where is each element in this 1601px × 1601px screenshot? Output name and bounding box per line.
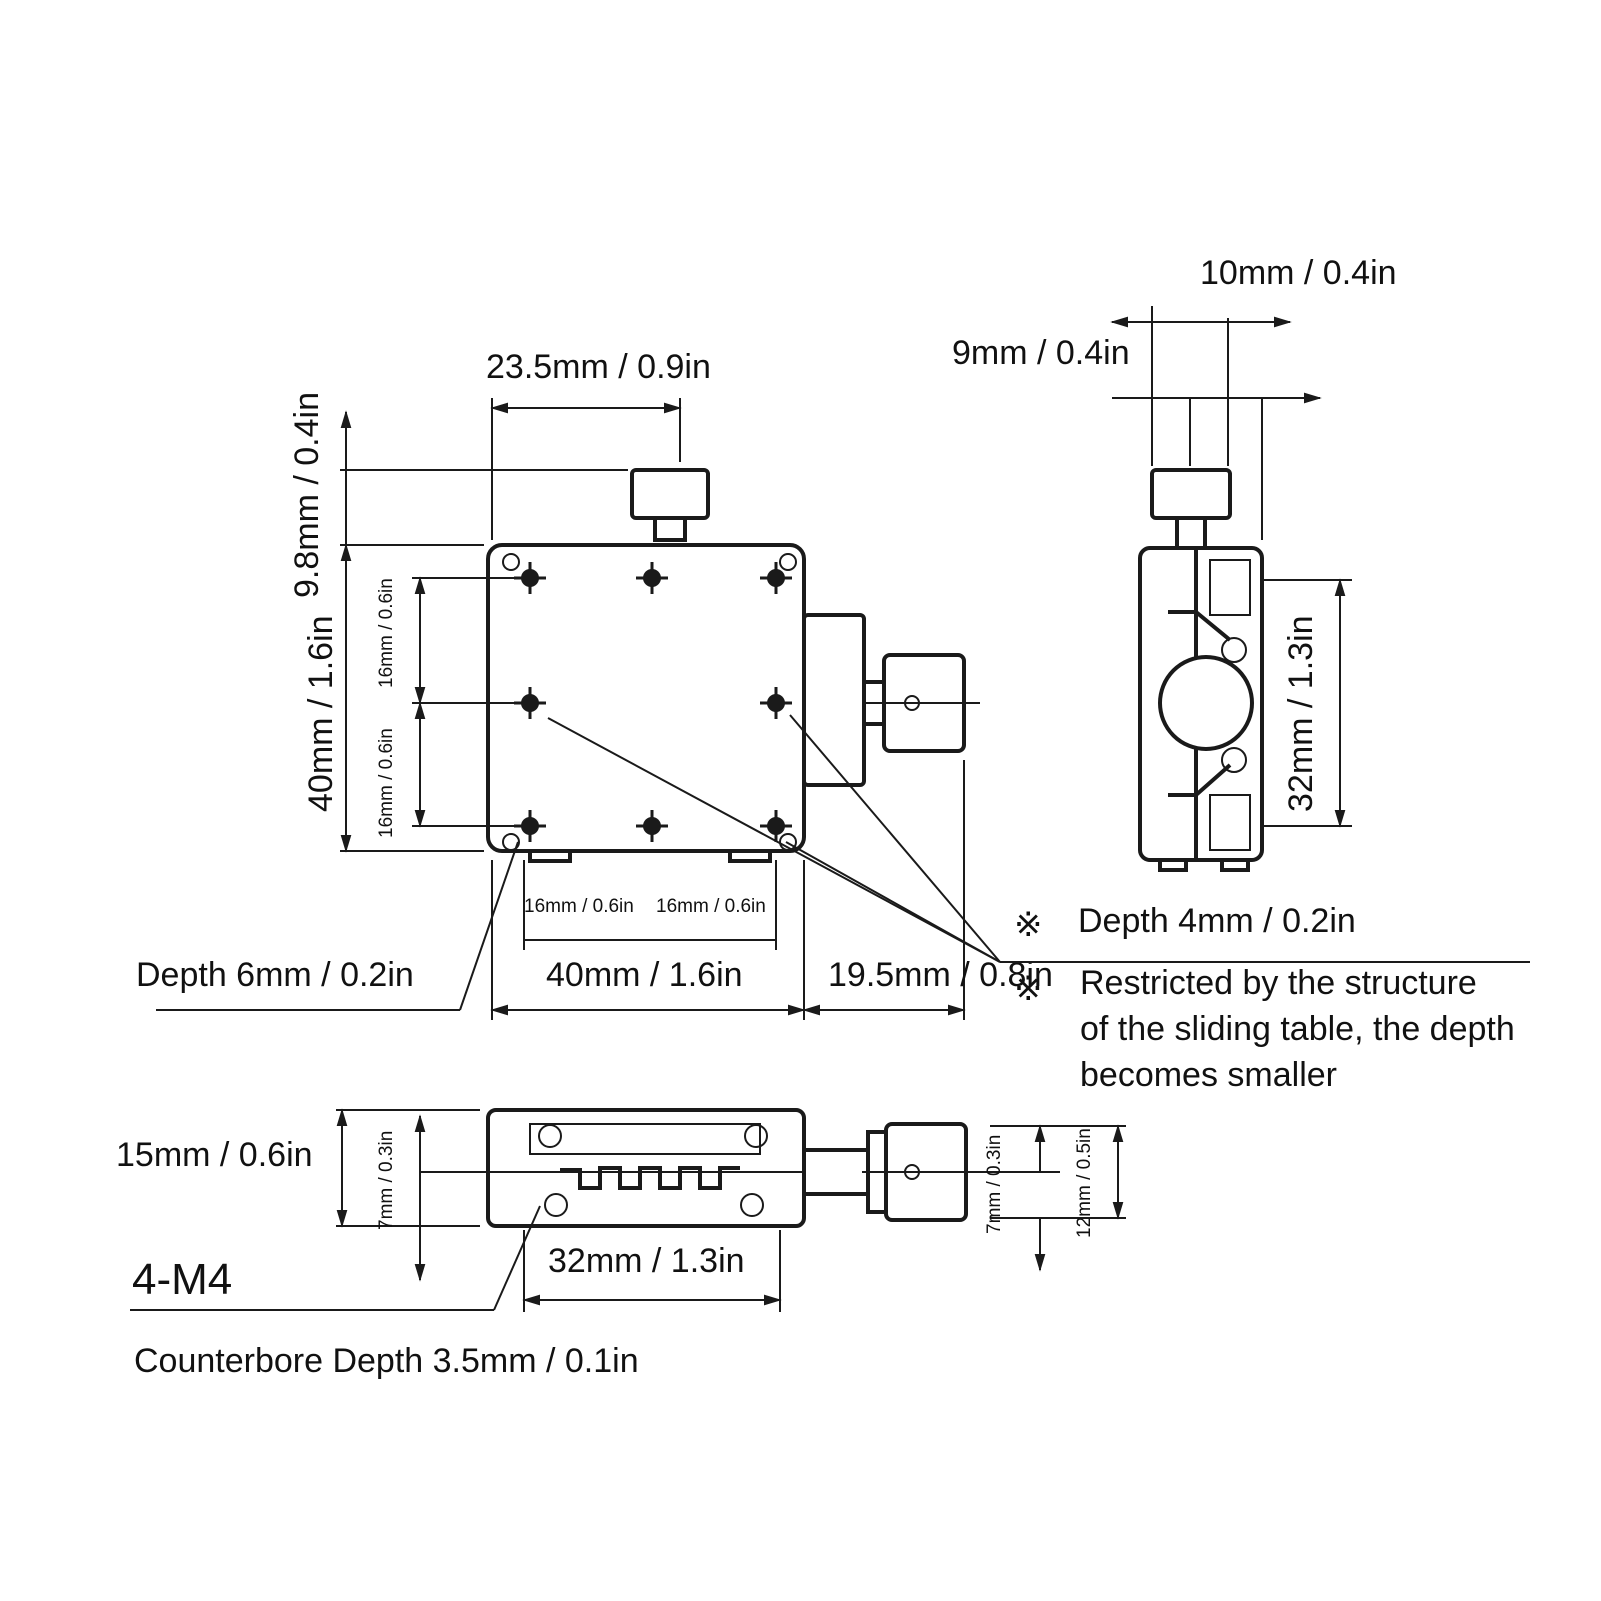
dim-12: 12mm / 0.5in bbox=[1074, 1128, 1095, 1238]
front-view-rack bbox=[560, 1166, 740, 1190]
dim-16-h1: 16mm / 0.6in bbox=[524, 896, 634, 917]
notes: ※ Depth 4mm / 0.2in ※ Restricted by the … bbox=[1014, 902, 1515, 1094]
dim-16-h2: 16mm / 0.6in bbox=[656, 896, 766, 917]
top-view: 23.5mm / 0.9in 9.8mm / 0.4in 40mm / 1.6i… bbox=[136, 348, 1530, 1020]
dim-10: 10mm / 0.4in bbox=[1200, 254, 1397, 292]
side-knob-barrel bbox=[802, 613, 866, 787]
note-depth-4: Depth 4mm / 0.2in bbox=[1078, 902, 1356, 940]
top-knob bbox=[630, 468, 710, 520]
dim-15: 15mm / 0.6in bbox=[116, 1136, 313, 1174]
dim-16-v1: 16mm / 0.6in bbox=[376, 578, 397, 688]
note-counterbore: Counterbore Depth 3.5mm / 0.1in bbox=[134, 1342, 639, 1380]
dim-9-8: 9.8mm / 0.4in bbox=[288, 392, 326, 598]
mark-symbol-2: ※ bbox=[1014, 970, 1043, 1008]
side-view-bearing bbox=[1158, 655, 1254, 751]
label-4-m4: 4-M4 bbox=[132, 1255, 232, 1304]
note-restricted-3: becomes smaller bbox=[1080, 1056, 1337, 1094]
top-knob-shaft bbox=[653, 516, 687, 542]
dim-7-right: 7mm / 0.3in bbox=[984, 1135, 1005, 1234]
dim-32-front: 32mm / 1.3in bbox=[548, 1242, 745, 1280]
note-depth-6: Depth 6mm / 0.2in bbox=[136, 956, 414, 994]
dim-23-5: 23.5mm / 0.9in bbox=[486, 348, 711, 386]
dim-7-left: 7mm / 0.3in bbox=[376, 1131, 397, 1230]
note-restricted-1: Restricted by the structure bbox=[1080, 964, 1477, 1002]
note-restricted-2: of the sliding table, the depth bbox=[1080, 1010, 1515, 1048]
front-view: 15mm / 0.6in 7mm / 0.3in 7mm / 0.3in 12m… bbox=[116, 1108, 1126, 1380]
dim-40-horizontal: 40mm / 1.6in bbox=[546, 956, 743, 994]
dim-16-v2: 16mm / 0.6in bbox=[376, 728, 397, 838]
dim-32-side: 32mm / 1.3in bbox=[1282, 615, 1320, 812]
side-view: 10mm / 0.4in 9mm / 0.4in 32mm / 1.3in bbox=[952, 254, 1397, 872]
dim-40-vertical: 40mm / 1.6in bbox=[302, 615, 340, 812]
dim-9: 9mm / 0.4in bbox=[952, 334, 1130, 372]
mark-symbol-1: ※ bbox=[1014, 906, 1043, 944]
